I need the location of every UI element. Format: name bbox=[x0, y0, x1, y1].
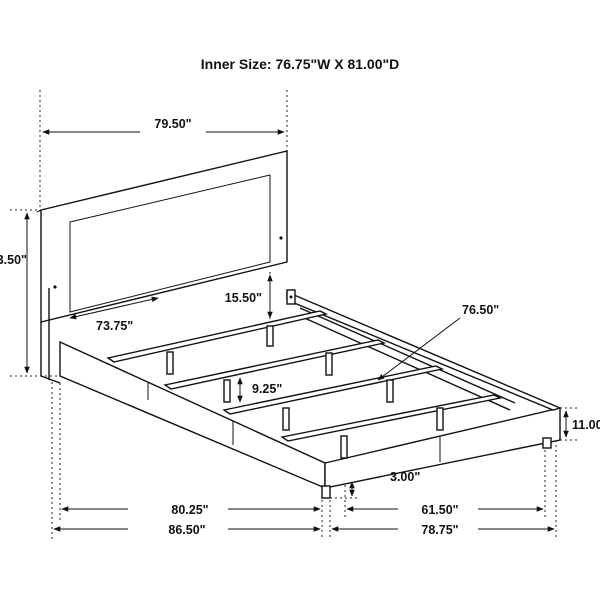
label-headboard-inner-width: 73.75" bbox=[96, 319, 133, 333]
label-headboard-height: 53.50" bbox=[0, 253, 27, 267]
label-width-inner: 61.50" bbox=[421, 503, 458, 517]
label-headboard-width: 79.50" bbox=[154, 117, 191, 131]
label-slat-length: 76.50" bbox=[462, 303, 499, 317]
label-headboard-clearance: 15.50" bbox=[225, 291, 262, 305]
bed-frame bbox=[59, 289, 563, 499]
headboard bbox=[36, 150, 288, 384]
label-rail-height: 11.00" bbox=[572, 418, 600, 432]
label-leg-height: 3.00" bbox=[390, 470, 420, 484]
headboard-bolt-hole bbox=[53, 285, 57, 289]
label-side-length-overall: 86.50" bbox=[168, 523, 205, 537]
headboard-bolt-hole bbox=[279, 236, 283, 240]
label-side-length-inner: 80.25" bbox=[171, 503, 208, 517]
label-width-overall: 78.75" bbox=[421, 523, 458, 537]
inner-size-title: Inner Size: 76.75"W X 81.00"D bbox=[200, 56, 400, 72]
label-slat-clearance: 9.25" bbox=[252, 382, 282, 396]
